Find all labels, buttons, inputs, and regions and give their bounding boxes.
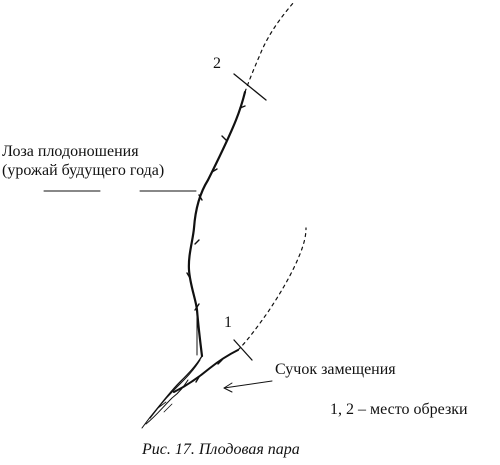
bud bbox=[217, 359, 223, 365]
base-bark-streak bbox=[157, 401, 173, 413]
leader-line-renewal bbox=[223, 380, 273, 389]
bud bbox=[195, 376, 200, 383]
base-branch-outline bbox=[141, 359, 201, 429]
cut-mark-2 bbox=[233, 73, 267, 101]
fruiting-cane-label: Лоза плодоношения bbox=[2, 143, 139, 160]
renewal-spur bbox=[173, 349, 239, 393]
bud bbox=[221, 135, 227, 141]
bud bbox=[194, 239, 200, 245]
renewal-spur-label: Сучок замещения bbox=[275, 361, 396, 378]
renewal-spur-removed bbox=[237, 227, 307, 351]
bud bbox=[198, 194, 203, 201]
cut-marker-1: 1 bbox=[224, 314, 232, 331]
figure-caption: Рис. 17. Плодовая пара bbox=[142, 441, 300, 458]
arrowhead-renewal bbox=[223, 382, 233, 393]
base-branch bbox=[149, 355, 203, 419]
bud bbox=[186, 272, 191, 279]
fruiting-cane-removed bbox=[244, 1, 295, 93]
bud bbox=[211, 168, 218, 173]
bud bbox=[239, 105, 246, 109]
base-branch-lower bbox=[145, 379, 189, 425]
cut-marker-2: 2 bbox=[213, 55, 221, 72]
cut-place-label: 1, 2 – место обрезки bbox=[330, 401, 468, 418]
bud bbox=[194, 303, 200, 311]
fruiting-cane-sublabel: (урожай будущего года) bbox=[2, 162, 165, 179]
cut-mark-1 bbox=[233, 339, 253, 361]
